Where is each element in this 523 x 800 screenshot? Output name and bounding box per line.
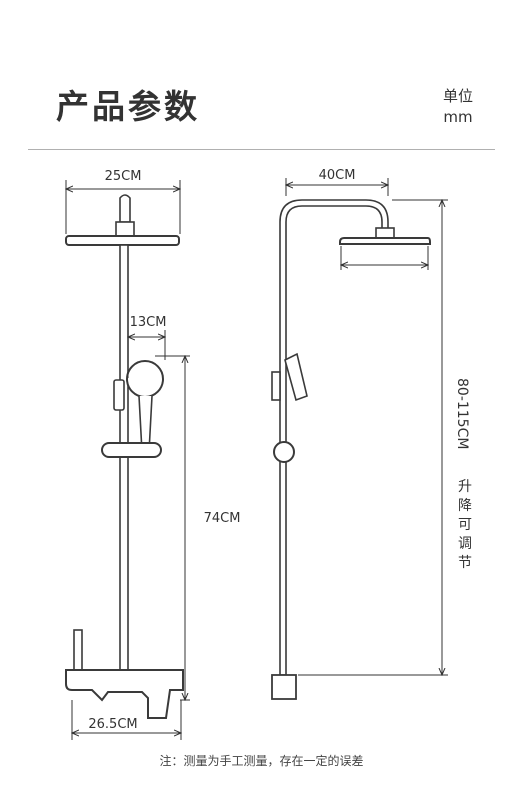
front-bracket bbox=[113, 379, 125, 411]
side-view bbox=[271, 199, 431, 700]
unit-block: 单位 mm bbox=[443, 86, 473, 128]
label-arm-length: 40CM bbox=[319, 168, 356, 183]
front-head-connector bbox=[115, 221, 135, 237]
side-arm bbox=[279, 199, 389, 676]
side-head-plate bbox=[339, 237, 431, 245]
side-hand-shower bbox=[284, 352, 308, 402]
unit-label: 单位 bbox=[442, 87, 473, 105]
page-title: 产品参数 bbox=[56, 87, 200, 126]
label-hand-offset: 13CM bbox=[130, 315, 167, 330]
unit-value: mm bbox=[443, 108, 473, 126]
front-thermostatic-bar bbox=[101, 442, 162, 458]
front-head-plate bbox=[65, 235, 180, 246]
footnote: 注：测量为手工测量，存在一定的误差 bbox=[159, 754, 364, 768]
label-base-width: 26.5CM bbox=[88, 717, 137, 732]
label-bar-height: 74CM bbox=[204, 511, 241, 526]
label-adjust-note: 升降可调节 bbox=[458, 479, 472, 571]
front-head-neck bbox=[119, 194, 131, 223]
front-dimensions bbox=[66, 180, 190, 740]
side-base bbox=[271, 674, 297, 700]
side-head-connector bbox=[375, 227, 395, 239]
side-slider-ball bbox=[273, 441, 295, 463]
label-head-width: 25CM bbox=[105, 169, 142, 184]
front-view bbox=[65, 194, 184, 719]
side-bracket bbox=[271, 371, 281, 401]
label-total-height: 80-115CM bbox=[454, 378, 470, 449]
header-divider bbox=[28, 149, 495, 150]
side-dimensions bbox=[286, 178, 448, 675]
front-base-mixer bbox=[65, 669, 184, 719]
front-hand-shower-head bbox=[126, 360, 164, 398]
